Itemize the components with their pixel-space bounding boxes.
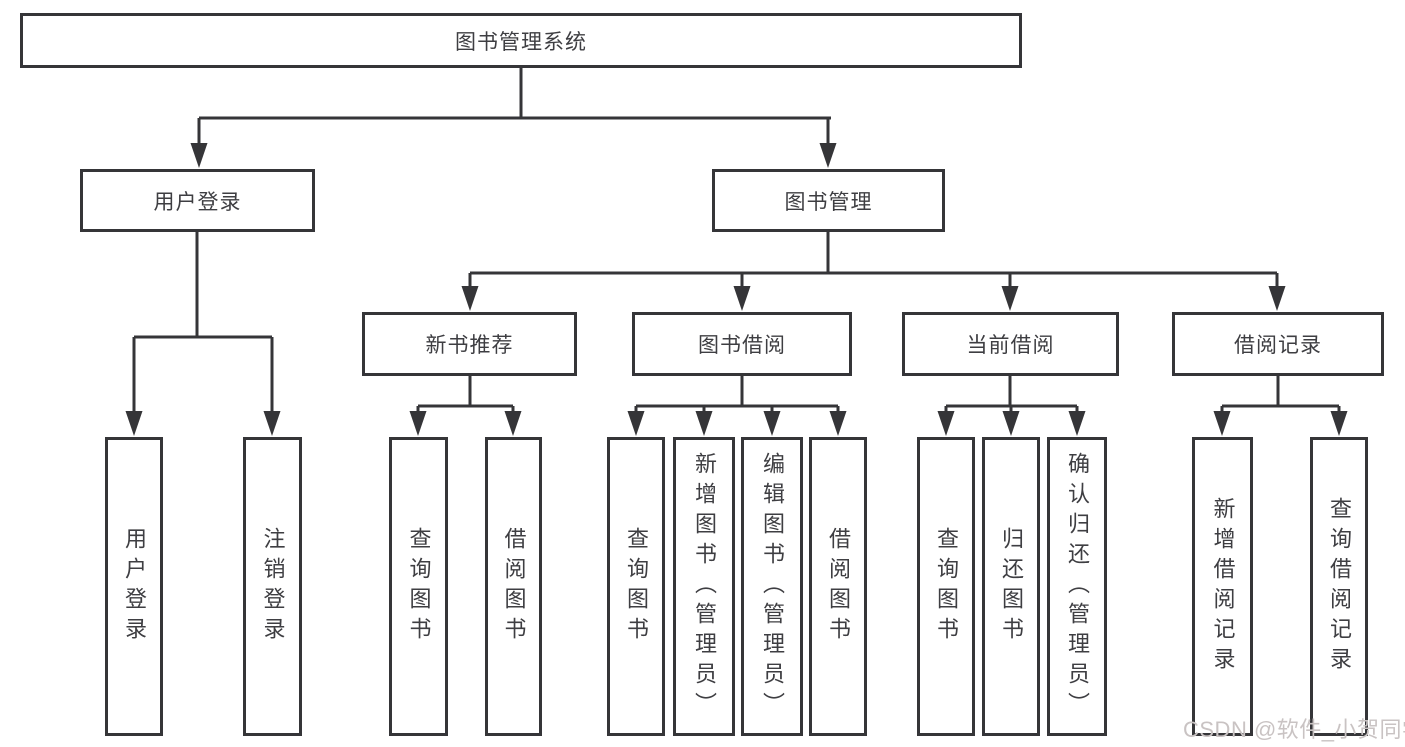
leaf-add-books-admin: 新增图书（管理员）	[673, 437, 735, 736]
node-borrowing-records: 借阅记录	[1172, 312, 1384, 376]
leaf-query-books-recommend: 查询图书	[389, 437, 448, 736]
node-label: 新书推荐	[425, 334, 514, 357]
leaf-query-books-current: 查询图书	[917, 437, 975, 736]
node-label: 查询图书	[624, 526, 649, 647]
csdn-watermark: CSDN @软件_小贺同学	[1183, 717, 1405, 742]
node-label: 借阅图书	[501, 526, 527, 647]
node-label: 图书借阅	[698, 334, 786, 357]
node-current-borrowing: 当前借阅	[902, 312, 1119, 376]
node-label: 查询借阅记录	[1327, 496, 1352, 677]
leaf-borrow-books: 借阅图书	[809, 437, 867, 736]
node-label: 借阅图书	[826, 526, 851, 647]
node-label: 图书管理	[784, 190, 873, 214]
node-label: 用户登录	[122, 526, 147, 647]
leaf-user-login: 用户登录	[105, 437, 163, 736]
node-new-book-recommendation: 新书推荐	[362, 312, 577, 376]
node-label: 确认归还（管理员）	[1065, 451, 1090, 722]
node-book-management-branch: 图书管理	[712, 169, 945, 232]
leaf-logout: 注销登录	[243, 437, 302, 736]
node-label: 新增借阅记录	[1210, 496, 1236, 677]
node-label: 编辑图书（管理员）	[760, 451, 785, 722]
leaf-add-borrow-record: 新增借阅记录	[1192, 437, 1253, 736]
leaf-edit-books-admin: 编辑图书（管理员）	[741, 437, 803, 736]
node-label: 用户登录	[153, 190, 242, 214]
node-label: 查询图书	[406, 526, 432, 647]
node-label: 归还图书	[999, 526, 1024, 647]
node-label: 新增图书（管理员）	[692, 451, 717, 722]
node-user-login-branch: 用户登录	[80, 169, 315, 232]
leaf-borrow-books-recommend: 借阅图书	[485, 437, 542, 736]
leaf-confirm-return-admin: 确认归还（管理员）	[1047, 437, 1107, 736]
node-label: 注销登录	[260, 526, 286, 647]
node-label: 查询图书	[934, 526, 959, 647]
arrowheads	[125, 143, 1348, 436]
node-label: 借阅记录	[1234, 334, 1322, 357]
leaf-query-borrow-record: 查询借阅记录	[1310, 437, 1368, 736]
node-library-management-system: 图书管理系统	[20, 13, 1022, 68]
node-book-borrowing: 图书借阅	[632, 312, 852, 376]
leaf-return-books: 归还图书	[982, 437, 1040, 736]
leaf-query-books-borrow: 查询图书	[607, 437, 665, 736]
node-label: 图书管理系统	[455, 30, 587, 54]
node-label: 当前借阅	[966, 334, 1055, 357]
